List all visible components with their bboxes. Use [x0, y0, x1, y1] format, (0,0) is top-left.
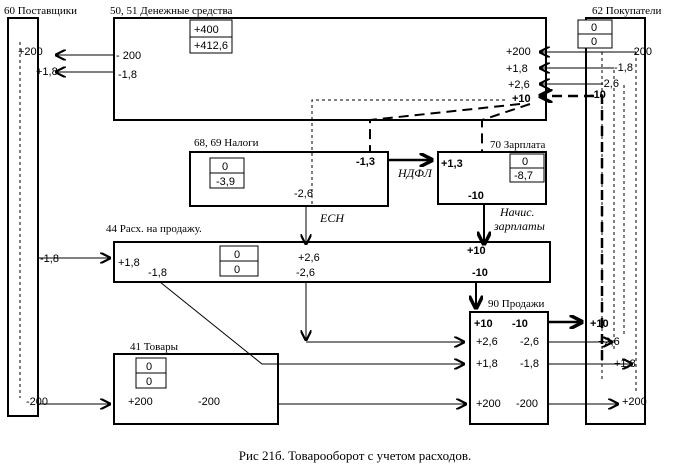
- selling-costs-minus-2-6: -2,6: [296, 267, 315, 279]
- sales-plus-2-6: +2,6: [476, 336, 498, 348]
- salary-box-2: -8,7: [514, 170, 533, 182]
- account-suppliers: 60 Поставщики +200 +1,8 -1,8 -200: [4, 5, 77, 417]
- suppliers-plus-200: +200: [18, 46, 43, 58]
- cash-minus-200: - 200: [116, 50, 141, 62]
- account-taxes: 68, 69 Налоги 0 -3,9 -1,3 -2,6: [189, 137, 389, 207]
- goods-minus-200: -200: [198, 396, 220, 408]
- account-selling-costs: 44 Расх. на продажу. 0 0 +1,8 -1,8 +2,6 …: [106, 223, 551, 283]
- selling-costs-minus-10: -10: [472, 267, 488, 279]
- buyers-plus-200: +200: [622, 396, 647, 408]
- goods-box-2: 0: [146, 376, 152, 388]
- flow-arrows: [38, 52, 636, 404]
- sales-plus-200: +200: [476, 398, 501, 410]
- salary-plus-1-3: +1,3: [441, 158, 463, 170]
- salary-box-1: 0: [522, 156, 528, 168]
- account-cash: 50, 51 Денежные средства +400 +412,6 - 2…: [110, 5, 547, 121]
- flow-label-ndfl: НДФЛ: [397, 166, 433, 180]
- arrow-selling-to-sales-1-8: [159, 281, 464, 364]
- buyers-title: 62 Покупатели: [592, 5, 662, 17]
- cash-title: 50, 51 Денежные средства: [110, 5, 233, 17]
- buyers-minus-1-8: -1,8: [614, 62, 633, 74]
- cash-box-1: +400: [194, 24, 219, 36]
- sales-minus-10: -10: [512, 318, 528, 330]
- goods-plus-200: +200: [128, 396, 153, 408]
- taxes-minus-2-6: -2,6: [294, 188, 313, 200]
- flow-label-accrual-2: зарплаты: [493, 219, 545, 233]
- buyers-minus-200: -200: [630, 46, 652, 58]
- flow-label-esn: ЕСН: [319, 211, 345, 225]
- salary-title: 70 Зарплата: [490, 139, 546, 151]
- sales-minus-2-6: -2,6: [520, 336, 539, 348]
- suppliers-plus-1-8: +1,8: [36, 66, 58, 78]
- taxes-title: 68, 69 Налоги: [194, 137, 259, 149]
- sales-title: 90 Продажи: [488, 298, 544, 310]
- selling-costs-box-1: 0: [234, 249, 240, 261]
- goods-title: 41 Товары: [130, 341, 179, 353]
- suppliers-title: 60 Поставщики: [4, 5, 77, 17]
- taxes-box-1: 0: [222, 161, 228, 173]
- buyers-minus-2-6: -2,6: [600, 78, 619, 90]
- sales-minus-200: -200: [516, 398, 538, 410]
- flow-label-accrual-1: Начис.: [499, 205, 535, 219]
- selling-costs-title: 44 Расх. на продажу.: [106, 223, 202, 235]
- account-goods: 41 Товары 0 0 +200 -200: [113, 341, 279, 425]
- buyers-box-2: 0: [591, 36, 597, 48]
- buyers-plus-10: +10: [590, 318, 609, 330]
- selling-costs-minus-1-8: -1,8: [148, 267, 167, 279]
- sales-minus-1-8: -1,8: [520, 358, 539, 370]
- arrow-buyers-to-cash-10: [540, 96, 604, 360]
- cash-plus-200: +200: [506, 46, 531, 58]
- goods-box-1: 0: [146, 361, 152, 373]
- suppliers-minus-200: -200: [26, 396, 48, 408]
- cash-plus-2-6: +2,6: [508, 79, 530, 91]
- figure-caption: Рис 21б. Товарооборот с учетом расходов.: [239, 448, 471, 463]
- selling-costs-plus-2-6: +2,6: [298, 252, 320, 264]
- sales-plus-1-8: +1,8: [476, 358, 498, 370]
- cash-plus-10: +10: [512, 93, 531, 105]
- salary-minus-10: -10: [468, 190, 484, 202]
- sales-plus-10: +10: [474, 318, 493, 330]
- suppliers-minus-1-8: -1,8: [40, 253, 59, 265]
- selling-costs-plus-1-8: +1,8: [118, 257, 140, 269]
- buyers-box-1: 0: [591, 22, 597, 34]
- dash-cash-salary: [369, 103, 521, 152]
- dash-cash-salary-2: [481, 103, 531, 152]
- cash-plus-1-8: +1,8: [506, 63, 528, 75]
- selling-costs-box-2: 0: [234, 264, 240, 276]
- taxes-box-2: -3,9: [216, 176, 235, 188]
- selling-costs-plus-10: +10: [467, 245, 486, 257]
- dash-cash-taxes: [311, 99, 505, 205]
- taxes-minus-1-3: -1,3: [356, 156, 375, 168]
- cash-box-2: +412,6: [194, 40, 228, 52]
- account-sales: 90 Продажи +10 -10 +2,6 -2,6 +1,8 -1,8 +…: [469, 298, 549, 425]
- cash-minus-1-8: -1,8: [118, 69, 137, 81]
- account-salary: 70 Зарплата 0 -8,7 +1,3 -10: [437, 139, 547, 205]
